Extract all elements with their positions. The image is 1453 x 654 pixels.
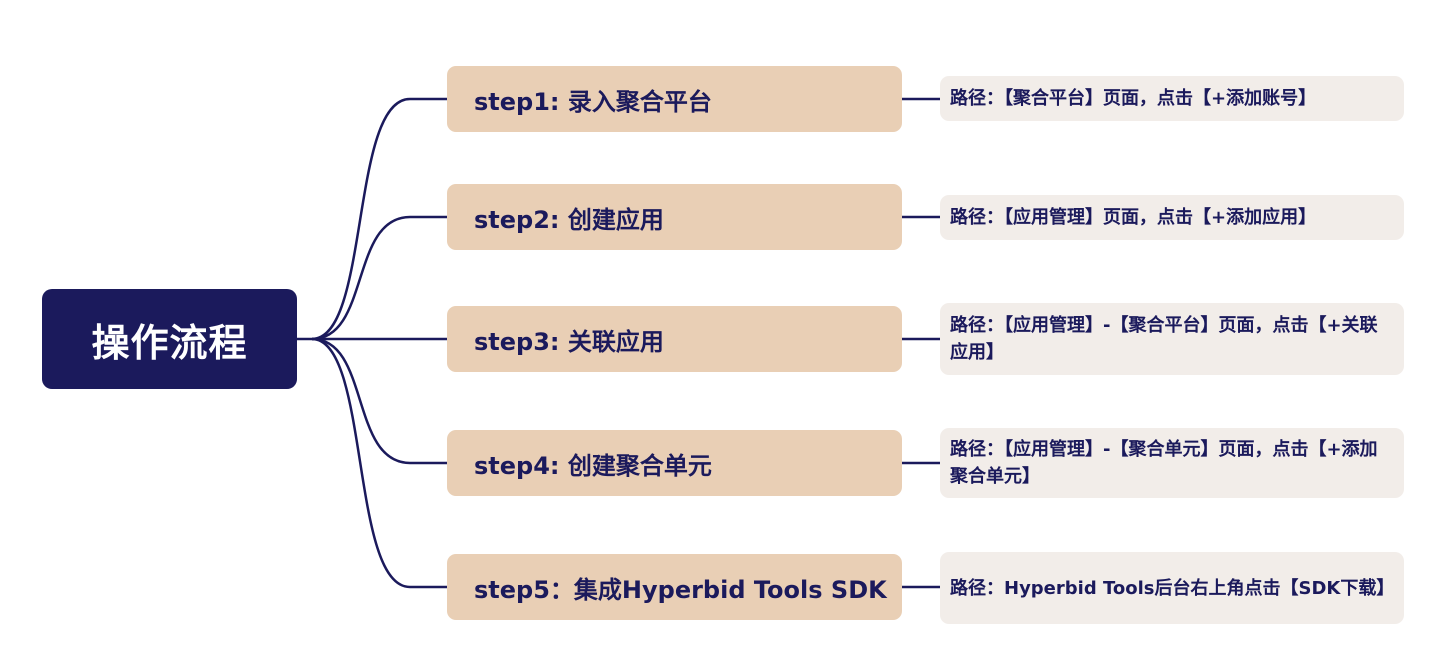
step-node-2: step2: 创建应用 xyxy=(447,184,902,250)
detail-node-5: 路径：Hyperbid Tools后台右上角点击【SDK下载】 xyxy=(940,552,1404,624)
detail-node-3: 路径：【应用管理】-【聚合平台】页面，点击【+关联应用】 xyxy=(940,303,1404,375)
detail-node-1: 路径：【聚合平台】页面，点击【+添加账号】 xyxy=(940,76,1404,121)
branch-line-step1 xyxy=(311,97,447,341)
step-node-5: step5：集成Hyperbid Tools SDK xyxy=(447,554,902,620)
step-node-3: step3: 关联应用 xyxy=(447,306,902,372)
branch-line-step5 xyxy=(311,337,447,589)
branch-line-step4 xyxy=(311,337,447,465)
detail-node-4: 路径：【应用管理】-【聚合单元】页面，点击【+添加聚合单元】 xyxy=(940,428,1404,498)
detail-node-2: 路径：【应用管理】页面，点击【+添加应用】 xyxy=(940,195,1404,240)
branch-line-step2 xyxy=(311,215,447,341)
step-node-4: step4: 创建聚合单元 xyxy=(447,430,902,496)
step-node-1: step1: 录入聚合平台 xyxy=(447,66,902,132)
root-node: 操作流程 xyxy=(42,289,297,389)
